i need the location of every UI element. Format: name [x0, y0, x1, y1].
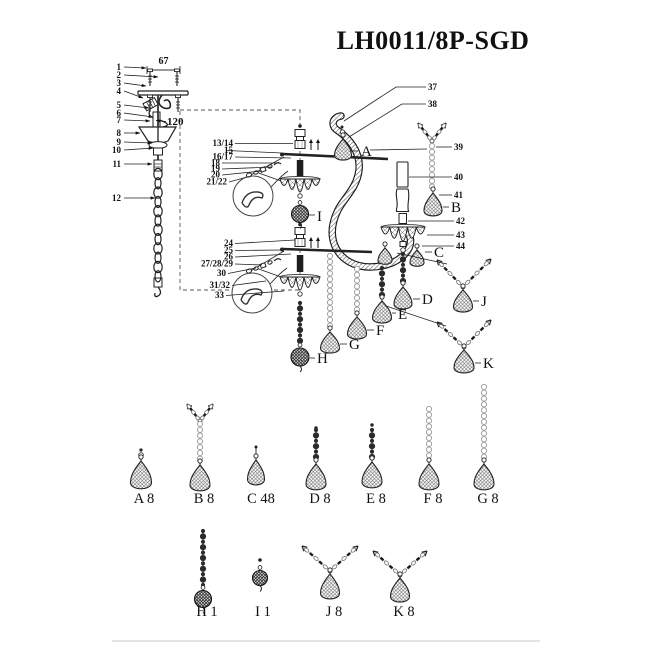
- pendant-j-label: J: [481, 294, 487, 310]
- callout-31-32: 31/32: [209, 280, 230, 290]
- callout-30: 30: [217, 268, 227, 278]
- callout-33: 33: [215, 290, 225, 300]
- wire-connector: [142, 96, 159, 112]
- callout-10: 10: [112, 145, 122, 155]
- model-number-title: LH0011/8P-SGD: [337, 26, 530, 55]
- callout-44: 44: [456, 241, 466, 251]
- callout-12: 12: [112, 193, 122, 203]
- callout-20: 20: [211, 170, 221, 180]
- callout-27-28-29: 27/28/29: [201, 259, 234, 269]
- pendant-b-label: B: [451, 200, 461, 216]
- callout-26: 26: [224, 252, 234, 262]
- upper-callout-labels: 13/14 15 16/17 18 19 20 21/22: [206, 138, 233, 187]
- pendant-f-label: F: [376, 323, 384, 339]
- pendant-h-label: H: [317, 351, 328, 367]
- mount-callout-labels: 1 2 3 4 5 6 7 8 9 10 11 12: [112, 62, 122, 203]
- callout-19: 19: [211, 164, 221, 174]
- candle-column: [395, 161, 410, 253]
- callout-41: 41: [454, 190, 464, 200]
- pendant-k-label: K: [483, 356, 494, 372]
- pendant-a-label: A: [361, 144, 372, 160]
- candle-holder: [395, 188, 410, 213]
- callout-7: 7: [117, 115, 122, 125]
- candle-column-decor: [377, 122, 447, 310]
- callout-40: 40: [454, 172, 464, 182]
- callout-4: 4: [117, 86, 122, 96]
- callout-11: 11: [112, 159, 121, 169]
- callout-9: 9: [117, 137, 122, 147]
- part-qty-i: I 1: [255, 604, 271, 620]
- callout-24: 24: [224, 238, 234, 248]
- top-callout-leader-lines: [343, 86, 426, 138]
- part-qty-b: B 8: [194, 491, 215, 507]
- part-qty-c: C 48: [247, 491, 275, 507]
- right-callout-labels: 39 40 41 42 43 44: [454, 142, 466, 251]
- socket-cylinder: [398, 213, 407, 224]
- mount-screws: [147, 68, 181, 112]
- mount-leader-lines: [123, 66, 167, 200]
- part-qty-h: H 1: [196, 604, 217, 620]
- lower-lamp-decor: [279, 237, 393, 373]
- candle-stem: [296, 255, 304, 272]
- part-qty-g: G 8: [477, 491, 498, 507]
- pendant-c-label: C: [434, 245, 444, 261]
- canopy-dimension: 120: [167, 116, 184, 128]
- callout-2: 2: [117, 70, 122, 80]
- callout-8: 8: [117, 128, 122, 138]
- pendant-e-label: E: [398, 307, 407, 323]
- lower-callout-labels: 24 25 26 27/28/29 30 31/32 33: [201, 238, 234, 300]
- callout-21-22: 21/22: [206, 177, 227, 187]
- part-qty-d: D 8: [309, 491, 330, 507]
- part-qty-f: F 8: [424, 491, 443, 507]
- ceiling-mount: [137, 66, 189, 298]
- lamp-rod: [282, 247, 373, 254]
- callout-42: 42: [456, 216, 466, 226]
- hook-detail-circle-lower: [231, 267, 288, 314]
- callout-13-14: 13/14: [212, 138, 233, 148]
- pendant-letter-labels: A B C D E F G H I J K: [317, 144, 494, 372]
- callout-25: 25: [224, 245, 234, 255]
- candle-sleeve: [396, 161, 409, 188]
- pendant-i-label: I: [317, 209, 322, 225]
- callout-16-17: 16/17: [212, 152, 233, 162]
- parts-list-labels: A 8 B 8 C 48 D 8 E 8 F 8 G 8 H 1 I 1 J 8…: [134, 491, 499, 620]
- callout-39: 39: [454, 142, 464, 152]
- upper-callout-leader-lines: [221, 143, 293, 183]
- chain-end-hook: [154, 286, 162, 298]
- part-qty-e: E 8: [366, 491, 386, 507]
- bracket-width-dimension: 67: [159, 56, 169, 67]
- part-qty-a: A 8: [134, 491, 155, 507]
- pendant-d-label: D: [422, 292, 433, 308]
- callout-15: 15: [224, 145, 234, 155]
- callout-6: 6: [117, 108, 122, 118]
- pendant-leader-lines: [309, 150, 481, 364]
- right-callout-leader-lines: [369, 146, 454, 247]
- candle-stem: [296, 160, 304, 177]
- callout-5: 5: [117, 100, 122, 110]
- parts-row-2: [193, 528, 428, 614]
- callout-18: 18: [211, 158, 221, 168]
- hook-detail-circle-upper: [232, 170, 289, 217]
- canopy-stem: [152, 111, 161, 128]
- pendant-g-label: G: [349, 337, 360, 353]
- parts-row-1: [129, 383, 495, 492]
- lower-callout-leader-lines: [225, 239, 296, 296]
- hanging-hook: [158, 94, 172, 110]
- callout-43: 43: [456, 230, 466, 240]
- part-qty-j: J 8: [326, 604, 343, 620]
- chain-connector: [153, 159, 163, 172]
- upper-lamp-decor: [279, 125, 353, 229]
- callout-3: 3: [117, 78, 122, 88]
- suspension-chain: [153, 167, 163, 283]
- part-qty-k: K 8: [393, 604, 414, 620]
- callout-38: 38: [428, 99, 438, 109]
- callout-1: 1: [117, 62, 122, 72]
- callout-37: 37: [428, 82, 438, 92]
